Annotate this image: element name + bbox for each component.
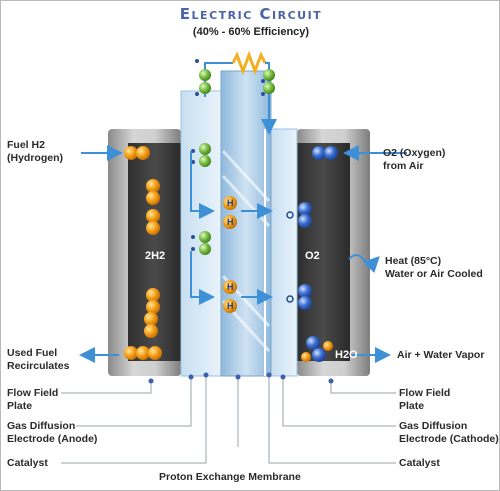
cathode-gas-diffusion-layer: [270, 128, 298, 377]
anode-flow-field-line2: Plate: [7, 400, 33, 412]
fuel-label-line1: Fuel H2: [7, 139, 45, 151]
anode-gas-diffusion-label: Gas Diffusion Electrode (Anode): [7, 420, 97, 446]
heat-label: Heat (85°C) Water or Air Cooled: [385, 255, 483, 281]
used-fuel-label-line2: Recirculates: [7, 360, 70, 372]
anode-gas-diffusion-line1: Gas Diffusion: [7, 420, 76, 432]
cathode-gas-diffusion-label: Gas Diffusion Electrode (Cathode): [399, 420, 499, 446]
proton-label-1: H: [227, 198, 234, 208]
air-water-vapor-label: Air + Water Vapor: [397, 349, 485, 361]
cathode-gas-label: O2: [305, 250, 320, 262]
resistor: [231, 50, 267, 76]
heat-label-line2: Water or Air Cooled: [385, 268, 483, 280]
hydrogen-molecules: [124, 146, 162, 360]
proton-label-4: H: [227, 301, 234, 311]
anode-gas-label: 2H2: [145, 250, 166, 262]
cathode-flow-field-line1: Flow Field: [399, 387, 451, 399]
anode-gas-diffusion-line2: Electrode (Anode): [7, 433, 98, 445]
anode-flow-field-label: Flow Field Plate: [7, 387, 58, 413]
water-label: H2O: [335, 349, 358, 361]
efficiency-subtitle: (40% - 60% Efficiency): [192, 26, 310, 38]
oxygen-label-line2: from Air: [383, 160, 424, 172]
proton-label-3: H: [227, 282, 234, 292]
pem-label: Proton Exchange Membrane: [159, 471, 301, 483]
oxygen-label-line1: O2 (Oxygen): [383, 147, 446, 159]
fuel-label: Fuel H2 (Hydrogen): [7, 139, 63, 165]
anode-flow-field-line1: Flow Field: [7, 387, 59, 399]
cathode-catalyst-label: Catalyst: [399, 457, 440, 469]
electrons: [199, 69, 275, 255]
cathode-gas-channel: [297, 143, 350, 361]
cathode-flow-field-line2: Plate: [399, 400, 425, 412]
cathode-flow-field-label: Flow Field Plate: [399, 387, 450, 413]
used-fuel-label: Used Fuel Recirculates: [7, 347, 69, 373]
oxygen-label: O2 (Oxygen) from Air: [383, 147, 445, 173]
cathode-gas-diffusion-line2: Electrode (Cathode): [399, 433, 499, 445]
fuel-label-line2: (Hydrogen): [7, 152, 63, 164]
oxygen-molecules: [298, 146, 338, 362]
cathode-gas-diffusion-line1: Gas Diffusion: [399, 420, 468, 432]
diagram-title: Electric Circuit: [179, 5, 323, 23]
proton-label-2: H: [227, 217, 234, 227]
protons: [223, 196, 237, 313]
heat-label-line1: Heat (85°C): [385, 255, 442, 267]
used-fuel-label-line1: Used Fuel: [7, 347, 58, 359]
anode-catalyst-label: Catalyst: [7, 457, 48, 469]
